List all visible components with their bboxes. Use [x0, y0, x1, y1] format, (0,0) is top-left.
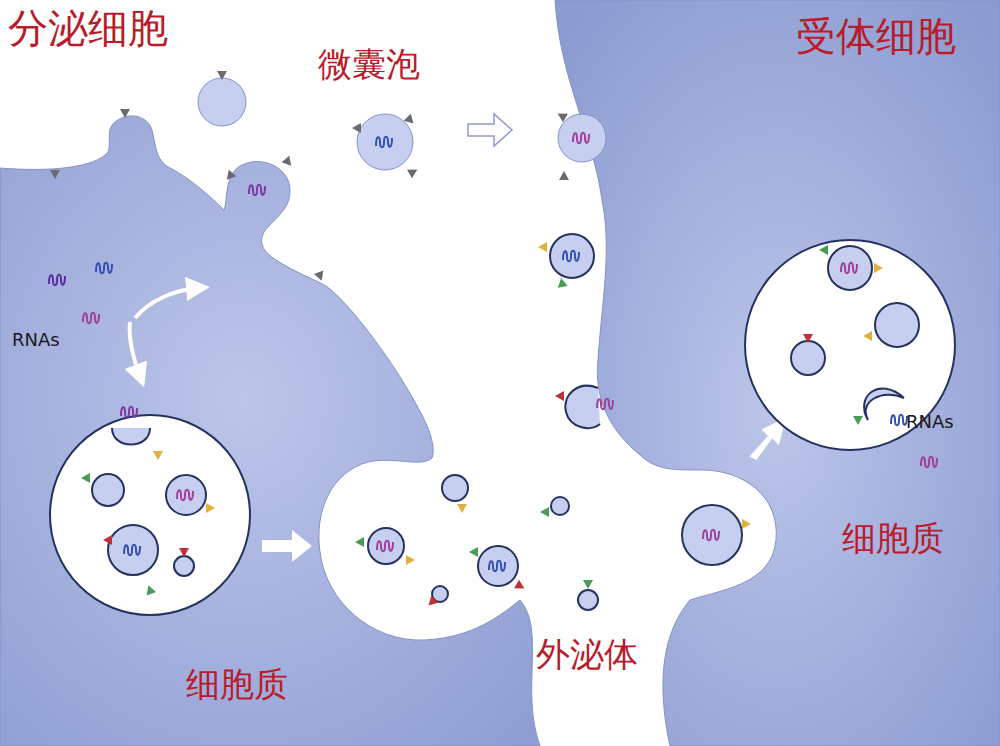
vesicle-circle	[174, 556, 194, 576]
vesicle-marker	[49, 275, 65, 286]
vesicle-marker	[217, 71, 227, 80]
vesicle-circle	[166, 475, 206, 515]
vesicle-marker	[559, 171, 569, 180]
vesicle-marker	[177, 490, 193, 501]
illustration-shape	[864, 389, 904, 420]
vesicle-marker	[377, 541, 393, 552]
recipient-cell	[555, 0, 1000, 746]
multivesicular-body	[50, 415, 250, 615]
vesicle-circle	[550, 234, 594, 278]
secreting-cell	[0, 116, 540, 746]
vesicle-marker	[514, 580, 527, 593]
vesicle-circle	[558, 114, 606, 162]
vesicle-title: 外泌体	[536, 636, 638, 673]
vesicle-marker	[407, 165, 420, 178]
vesicle-marker	[206, 503, 215, 513]
vesicle-marker	[563, 251, 579, 262]
vesicle-marker	[489, 561, 505, 572]
vesicle-circle	[578, 590, 598, 610]
vesicle-marker	[314, 271, 326, 283]
vesicle-circle	[682, 505, 742, 565]
vesicle-marker	[425, 596, 438, 609]
vesicle-marker	[406, 555, 415, 565]
vesicle-circle	[368, 528, 404, 564]
vesicle-marker	[540, 507, 549, 517]
vesicle-marker	[597, 399, 613, 410]
outline-arrow	[468, 114, 512, 146]
vesicle-marker	[144, 584, 156, 596]
rna-label: RNAs	[906, 412, 954, 432]
vesicle-marker	[742, 519, 751, 529]
illustration-shape	[565, 386, 600, 428]
vesicle-circle	[478, 546, 518, 586]
vesicle-marker	[83, 313, 99, 324]
vesicle-marker	[921, 457, 937, 468]
white-arrow	[752, 420, 784, 458]
region-label: 细胞质	[842, 520, 944, 557]
vesicle-marker	[404, 114, 417, 127]
rna-label: RNAs	[12, 330, 60, 350]
vesicle-circle	[791, 341, 825, 375]
vesicle-marker	[863, 331, 872, 341]
vesicle-marker	[841, 263, 857, 274]
vesicle-circle	[92, 474, 124, 506]
vesicle-marker	[249, 185, 265, 196]
vesicle-circle	[828, 246, 872, 290]
vesicle-circle	[357, 114, 413, 170]
vesicle-marker	[703, 530, 719, 541]
vesicle-marker	[457, 504, 467, 513]
vesicle-marker	[120, 109, 130, 118]
vesicle-marker	[121, 407, 137, 418]
vesicle-circle	[875, 303, 919, 347]
vesicle-marker	[556, 277, 567, 288]
vesicle-circle	[108, 525, 158, 575]
vesicle-marker	[81, 473, 90, 483]
vesicle-marker	[355, 537, 364, 547]
vesicle-marker	[538, 242, 547, 252]
vesicle-marker	[103, 535, 112, 545]
region-label: 细胞质	[186, 666, 288, 703]
cell-title: 受体细胞	[796, 14, 956, 58]
vesicle-marker	[803, 334, 813, 343]
vesicle-marker	[179, 548, 189, 557]
vesicle-marker	[874, 263, 883, 273]
vesicle-marker	[223, 170, 236, 183]
vesicle-circle	[442, 475, 468, 501]
vesicle-marker	[96, 263, 112, 274]
white-arrow	[262, 530, 312, 562]
white-arrow	[130, 322, 140, 376]
vesicle-marker	[891, 415, 907, 426]
vesicle-marker	[50, 170, 60, 179]
vesicle-circle	[551, 497, 569, 515]
vesicle-marker	[853, 416, 863, 425]
vesicle-marker	[376, 137, 392, 148]
vesicle-marker	[124, 545, 140, 556]
vesicle-marker	[153, 451, 163, 460]
vesicle-marker	[555, 109, 568, 122]
vesicle-circle	[198, 78, 246, 126]
white-arrow	[135, 288, 198, 318]
vesicle-marker	[352, 123, 361, 133]
cell-title: 分泌细胞	[8, 6, 168, 50]
endosome	[745, 240, 955, 450]
vesicle-marker	[573, 133, 589, 144]
illustration-shape	[112, 428, 150, 445]
vesicle-marker	[282, 156, 295, 169]
vesicle-marker	[555, 391, 564, 401]
vesicle-marker	[583, 580, 593, 589]
vesicle-marker	[819, 245, 828, 255]
vesicle-marker	[469, 547, 478, 557]
vesicle-title: 微囊泡	[318, 46, 420, 83]
